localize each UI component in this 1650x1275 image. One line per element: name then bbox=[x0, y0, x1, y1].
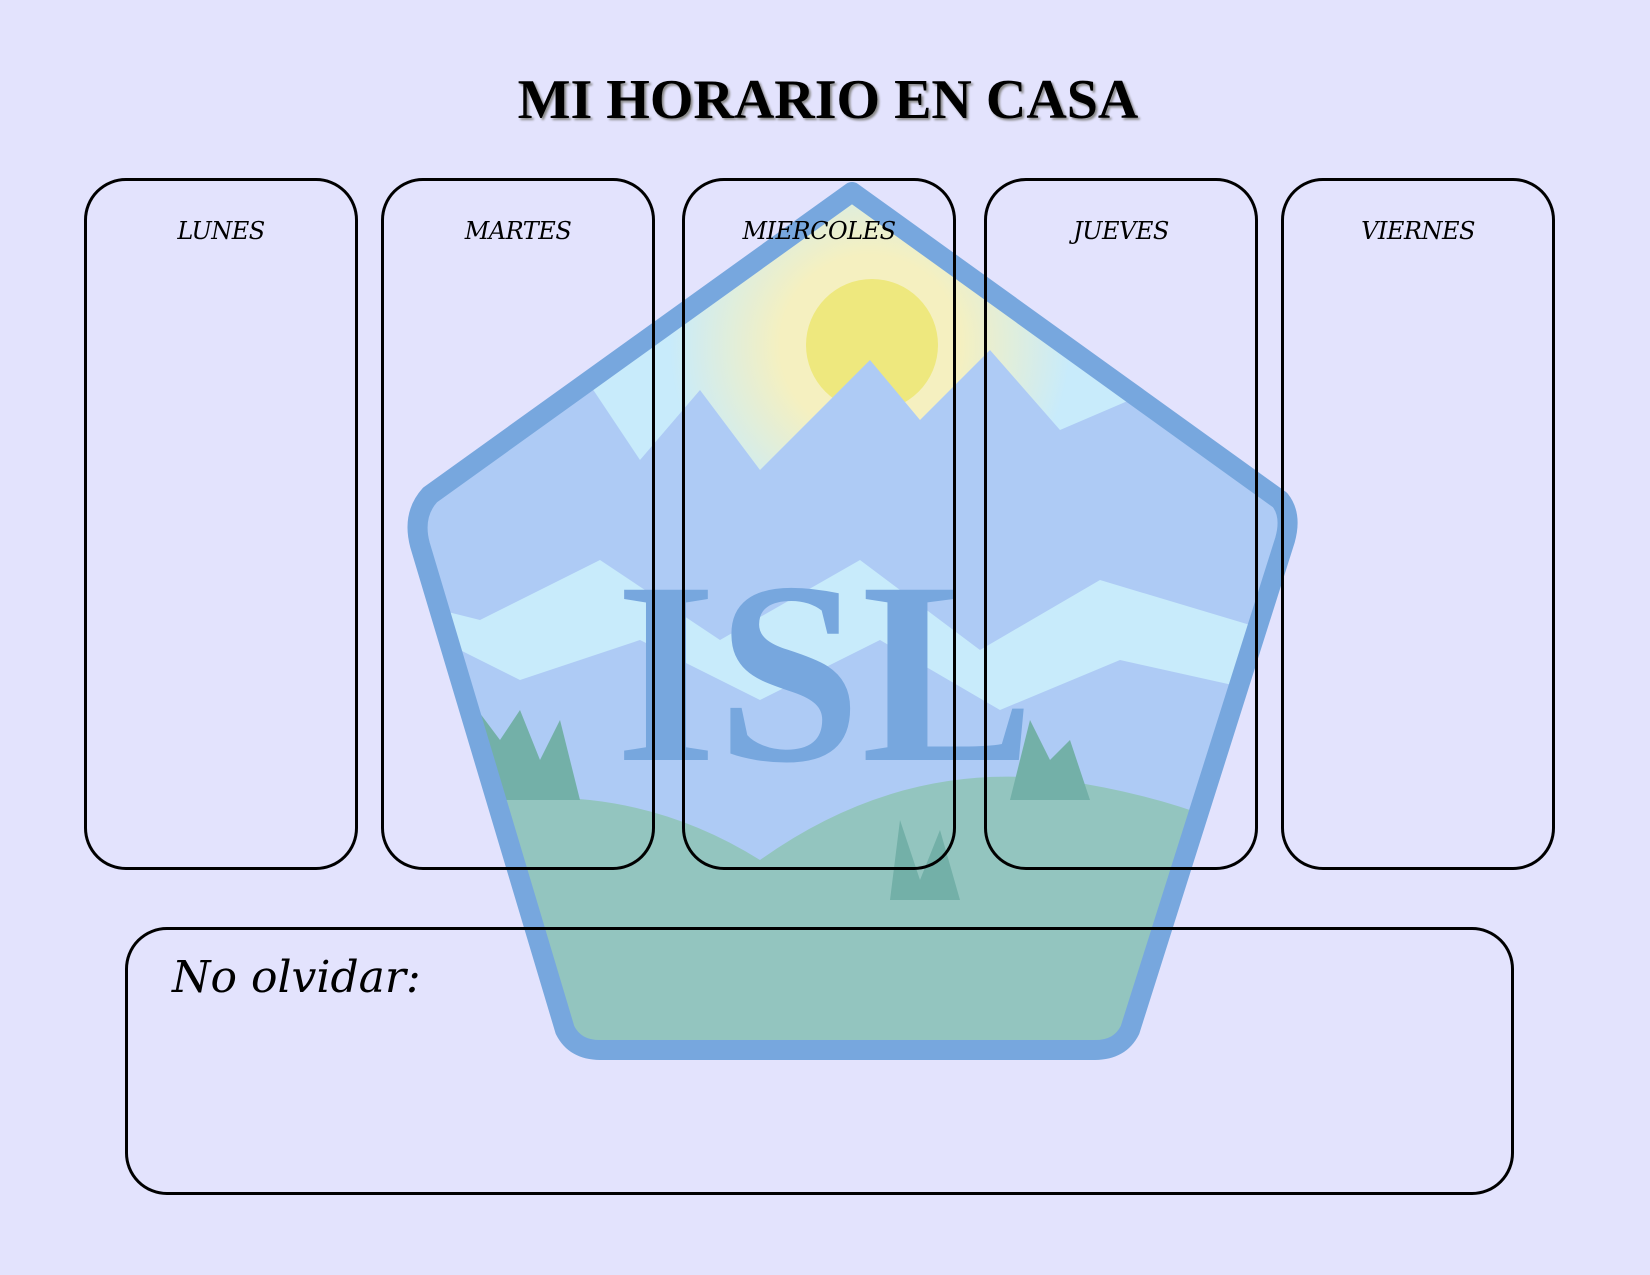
notes-box[interactable]: No olvidar: bbox=[125, 927, 1514, 1195]
day-label: MARTES bbox=[464, 217, 572, 245]
day-label: LUNES bbox=[177, 217, 265, 245]
day-box-lunes[interactable]: LUNES bbox=[84, 178, 358, 870]
day-label: MIERCOLES bbox=[742, 217, 896, 245]
day-box-viernes[interactable]: VIERNES bbox=[1281, 178, 1555, 870]
day-label: JUEVES bbox=[1073, 217, 1169, 245]
notes-label: No olvidar: bbox=[172, 952, 421, 1003]
logo-text: ISL bbox=[615, 529, 1034, 817]
day-box-martes[interactable]: MARTES bbox=[381, 178, 655, 870]
day-box-jueves[interactable]: JUEVES bbox=[984, 178, 1258, 870]
day-box-miercoles[interactable]: MIERCOLES bbox=[682, 178, 956, 870]
day-label: VIERNES bbox=[1361, 217, 1475, 245]
page-title: MI HORARIO EN CASA bbox=[517, 69, 1139, 131]
